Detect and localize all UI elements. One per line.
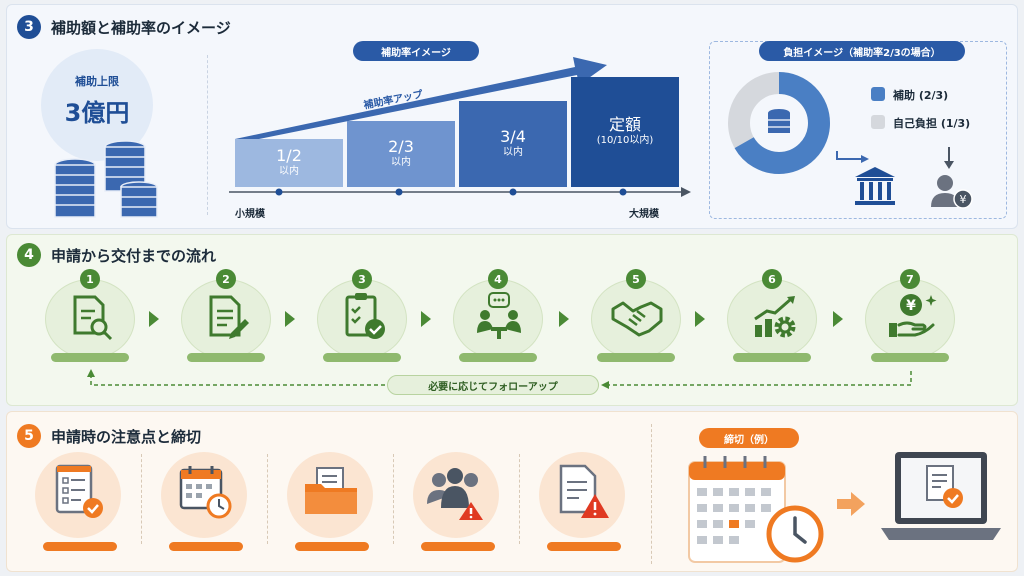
section-4-title: 4 申請から交付までの流れ xyxy=(17,243,216,267)
svg-text:¥: ¥ xyxy=(906,298,916,314)
laptop-document-check-icon xyxy=(881,452,1001,540)
checklist-form-icon xyxy=(55,464,103,518)
rate-bar-1-note: 以内 xyxy=(279,166,299,177)
notes-deadline-panel: 5 申請時の注意点と締切 xyxy=(6,411,1018,572)
step-4-number: 4 xyxy=(488,269,508,289)
deadline-calendar-clock-icon xyxy=(688,456,824,563)
step-1-number: 1 xyxy=(80,269,100,289)
document-warning-icon xyxy=(559,464,609,518)
rate-bar-4-value: 定額 xyxy=(608,115,641,134)
subsidy-payment-icon: ¥ xyxy=(889,294,937,337)
step-7-circle xyxy=(865,279,955,359)
legend-subsidy-swatch xyxy=(871,87,885,101)
document-edit-icon xyxy=(209,295,249,339)
step-1-label-bar xyxy=(51,353,129,362)
step-3-label-bar xyxy=(323,353,401,362)
burden-pill: 負担イメージ（補助率2/3の場合） xyxy=(759,41,965,61)
application-flow-panel: 4 申請から交付までの流れ 1 2 3 4 5 6 7 xyxy=(6,234,1018,406)
burden-flow-icons: ¥ xyxy=(836,147,973,209)
section-number-badge: 5 xyxy=(17,424,41,448)
section-title-text: 申請時の注意点と締切 xyxy=(51,427,202,446)
svg-text:¥: ¥ xyxy=(960,193,967,206)
divider xyxy=(141,454,142,544)
rate-pill: 補助率イメージ xyxy=(353,41,479,61)
divider xyxy=(519,454,520,544)
note-1-label-bar xyxy=(43,542,117,551)
step-4-label-bar xyxy=(459,353,537,362)
step-arrow-icon xyxy=(695,311,705,327)
rate-up-arrow-icon xyxy=(235,57,607,143)
note-5-label-bar xyxy=(547,542,621,551)
deadline-pill: 締切（例） xyxy=(699,428,799,448)
rate-bar-2-note: 以内 xyxy=(391,157,411,168)
burden-donut-chart xyxy=(728,72,830,174)
section-number-badge: 3 xyxy=(17,15,41,39)
scale-axis xyxy=(229,187,691,197)
calendar-clock-icon xyxy=(179,466,232,519)
axis-label-small: 小規模 xyxy=(235,209,265,220)
followup-loop-arrow xyxy=(87,369,912,389)
step-5-number: 5 xyxy=(626,269,646,289)
section-5-title: 5 申請時の注意点と締切 xyxy=(17,424,201,448)
rate-bar-4: 定額 (10/10以内) xyxy=(571,77,679,187)
step-7-number: 7 xyxy=(900,269,920,289)
section-number-badge: 4 xyxy=(17,243,41,267)
note-3-label-bar xyxy=(295,542,369,551)
rate-bar-3: 3/4 以内 xyxy=(459,101,567,187)
legend-self-label: 自己負担 (1/3) xyxy=(893,117,971,130)
rate-bar-2: 2/3 以内 xyxy=(347,121,455,187)
section-3-title: 3 補助額と補助率のイメージ xyxy=(17,15,231,39)
rate-bar-2-value: 2/3 xyxy=(388,137,414,156)
subsidy-ring xyxy=(728,72,830,174)
government-building-icon xyxy=(855,167,895,205)
document-folder-icon xyxy=(305,467,357,514)
divider xyxy=(207,55,208,215)
coin-stacks-icon xyxy=(54,140,158,218)
growth-chart-gear-icon xyxy=(754,296,796,338)
step-2-label-bar xyxy=(187,353,265,362)
legend-subsidy-label: 補助 (2/3) xyxy=(893,89,949,102)
limit-label: 補助上限 xyxy=(75,75,119,88)
legend-self-swatch xyxy=(871,115,885,129)
note-2-label-bar xyxy=(169,542,243,551)
followup-label: 必要に応じてフォローアップ xyxy=(387,375,599,395)
axis-label-large: 大規模 xyxy=(629,209,659,220)
section-title-text: 申請から交付までの流れ xyxy=(51,246,217,265)
right-arrow-icon xyxy=(837,492,865,516)
step-6-number: 6 xyxy=(762,269,782,289)
step-4-circle xyxy=(453,279,543,359)
person-yen-icon xyxy=(931,175,959,207)
step-arrow-icon xyxy=(559,311,569,327)
divider xyxy=(393,454,394,544)
note-4-label-bar xyxy=(421,542,495,551)
consultation-meeting-icon xyxy=(477,292,521,339)
step-3-number: 3 xyxy=(352,269,372,289)
rate-bar-1-value: 1/2 xyxy=(276,146,302,165)
rate-bar-3-note: 以内 xyxy=(503,147,523,158)
step-6-label-bar xyxy=(733,353,811,362)
step-arrow-icon xyxy=(285,311,295,327)
divider xyxy=(651,424,652,564)
limit-value: 3億円 xyxy=(64,99,130,127)
step-5-label-bar xyxy=(597,353,675,362)
rate-bar-4-note: (10/10以内) xyxy=(596,135,654,146)
subsidy-rate-panel: 3 補助額と補助率のイメージ 補助上限 3億円 補助率イメージ 補助率アップ 1… xyxy=(6,4,1018,229)
step-arrow-icon xyxy=(421,311,431,327)
handshake-icon xyxy=(611,301,663,337)
step-2-number: 2 xyxy=(216,269,236,289)
divider xyxy=(267,454,268,544)
step-arrow-icon xyxy=(833,311,843,327)
rate-bar-3-value: 3/4 xyxy=(500,127,526,146)
section-title-text: 補助額と補助率のイメージ xyxy=(51,18,231,37)
document-search-icon xyxy=(73,295,113,341)
people-warning-icon xyxy=(427,468,483,520)
step-arrow-icon xyxy=(149,311,159,327)
rate-bar-1: 1/2 以内 xyxy=(235,139,343,187)
checklist-approved-icon xyxy=(345,293,385,339)
step-7-label-bar xyxy=(871,353,949,362)
